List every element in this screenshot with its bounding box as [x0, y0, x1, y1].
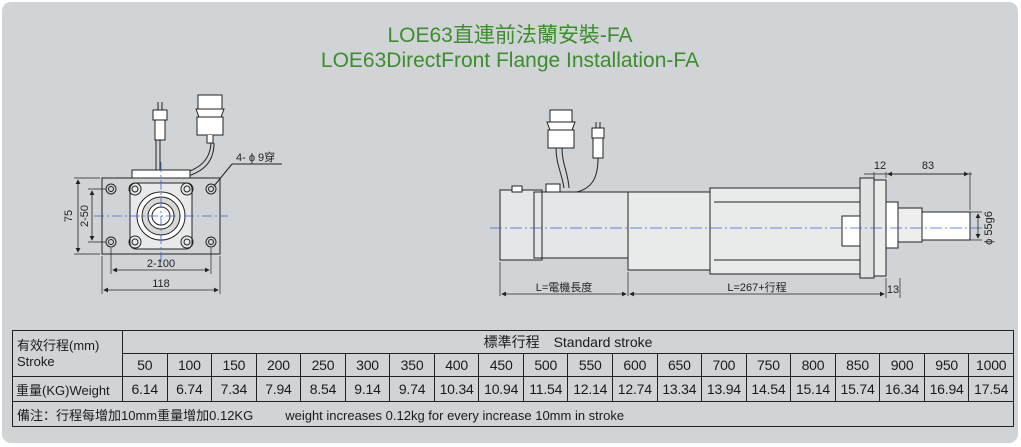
hole-note-label: 4- ϕ 9穿: [236, 150, 275, 164]
standard-stroke-en: Standard stroke: [553, 334, 653, 350]
stroke-cell: 650: [656, 353, 703, 377]
dim-shaft-dia-label: ϕ 55g6: [983, 211, 995, 245]
weight-cell: 13.34: [656, 376, 703, 402]
encoder-plug-icon: [152, 102, 168, 174]
weight-cell: 6.14: [122, 376, 168, 402]
stroke-cell: 400: [433, 353, 480, 377]
dim-body-len-label: L=267+行程: [727, 281, 786, 294]
dim-shaft-len-label: 83: [922, 160, 934, 172]
title-chinese: LOE63直連前法蘭安裝-FA: [387, 24, 633, 47]
dim-top-flange-label: 12: [874, 160, 886, 172]
side-view: [490, 109, 984, 298]
side-connector-icon: [546, 109, 576, 189]
standard-stroke-header: 標準行程 Standard stroke: [122, 330, 1014, 354]
stroke-cell: 900: [879, 353, 925, 377]
weight-cell: 14.54: [745, 376, 792, 402]
stroke-cell: 600: [612, 353, 658, 377]
note-row: 備注：行程每增加10mm重量增加0.12KG weight increases 0…: [12, 401, 1014, 427]
dim-height-label: 75: [63, 210, 75, 222]
stroke-cell: 950: [923, 353, 970, 377]
stroke-cell: 800: [790, 353, 836, 377]
stroke-cell: 150: [211, 353, 257, 377]
dim-plate-label: 13: [887, 284, 899, 296]
weight-cell: 9.14: [344, 376, 391, 402]
connector-icon: [179, 94, 225, 179]
weight-cell: 10.34: [433, 376, 480, 402]
dim-motor-len-label: L=電機長度: [536, 280, 593, 294]
stroke-cell: 350: [389, 353, 435, 377]
stroke-cell: 850: [834, 353, 881, 377]
weight-cell: 15.14: [790, 376, 836, 402]
stroke-cell: 50: [122, 353, 168, 377]
note-zh: 備注：行程每增加10mm重量增加0.12KG: [17, 407, 254, 423]
stroke-cell: 1000: [968, 353, 1014, 377]
stroke-cell: 750: [745, 353, 792, 377]
stroke-cell: 300: [344, 353, 391, 377]
stroke-cell: 700: [701, 353, 747, 377]
side-encoder-plug-icon: [576, 122, 605, 193]
stroke-cell: 100: [166, 353, 213, 377]
dim-width-label: 118: [152, 278, 170, 290]
dim-hole-pitch-v-label: 2-50: [79, 205, 91, 227]
stroke-cell: 450: [478, 353, 524, 377]
weight-cell: 13.94: [701, 376, 747, 402]
title-english: LOE63DirectFront Flange Installation-FA: [320, 49, 700, 72]
weight-cell: 10.94: [478, 376, 524, 402]
weight-cell: 11.54: [522, 376, 569, 402]
technical-drawing: 4- ϕ 9穿 75 2-50 2-100 118: [63, 94, 995, 298]
stroke-cell: 250: [300, 353, 346, 377]
weight-cell: 8.54: [300, 376, 346, 402]
weight-cell: 16.94: [923, 376, 970, 402]
stroke-cell: 500: [522, 353, 569, 377]
weight-cell: 6.74: [166, 376, 213, 402]
weight-cell: 7.34: [211, 376, 257, 402]
stroke-header-en: Stroke: [17, 353, 55, 369]
weight-label: 重量(KG)Weight: [12, 376, 123, 402]
weight-cell: 9.74: [389, 376, 435, 402]
weight-cell: 15.74: [834, 376, 881, 402]
weight-cell: 16.34: [879, 376, 925, 402]
stroke-header-zh: 有效行程(mm): [17, 337, 100, 353]
stroke-cell: 200: [255, 353, 302, 377]
note-en: weight increases 0.12kg for every increa…: [285, 407, 625, 423]
stroke-cell: 550: [567, 353, 614, 377]
weight-cell: 12.74: [612, 376, 658, 402]
stroke-header-label: 有效行程(mm) Stroke: [12, 330, 123, 377]
mounting-hole-icon: [105, 182, 217, 249]
front-view: [74, 94, 282, 294]
dim-hole-pitch-h-label: 2-100: [147, 258, 175, 270]
weight-cell: 7.94: [255, 376, 302, 402]
weight-cell: 17.54: [968, 376, 1014, 402]
standard-stroke-zh: 標準行程: [483, 334, 540, 350]
weight-cell: 12.14: [567, 376, 614, 402]
